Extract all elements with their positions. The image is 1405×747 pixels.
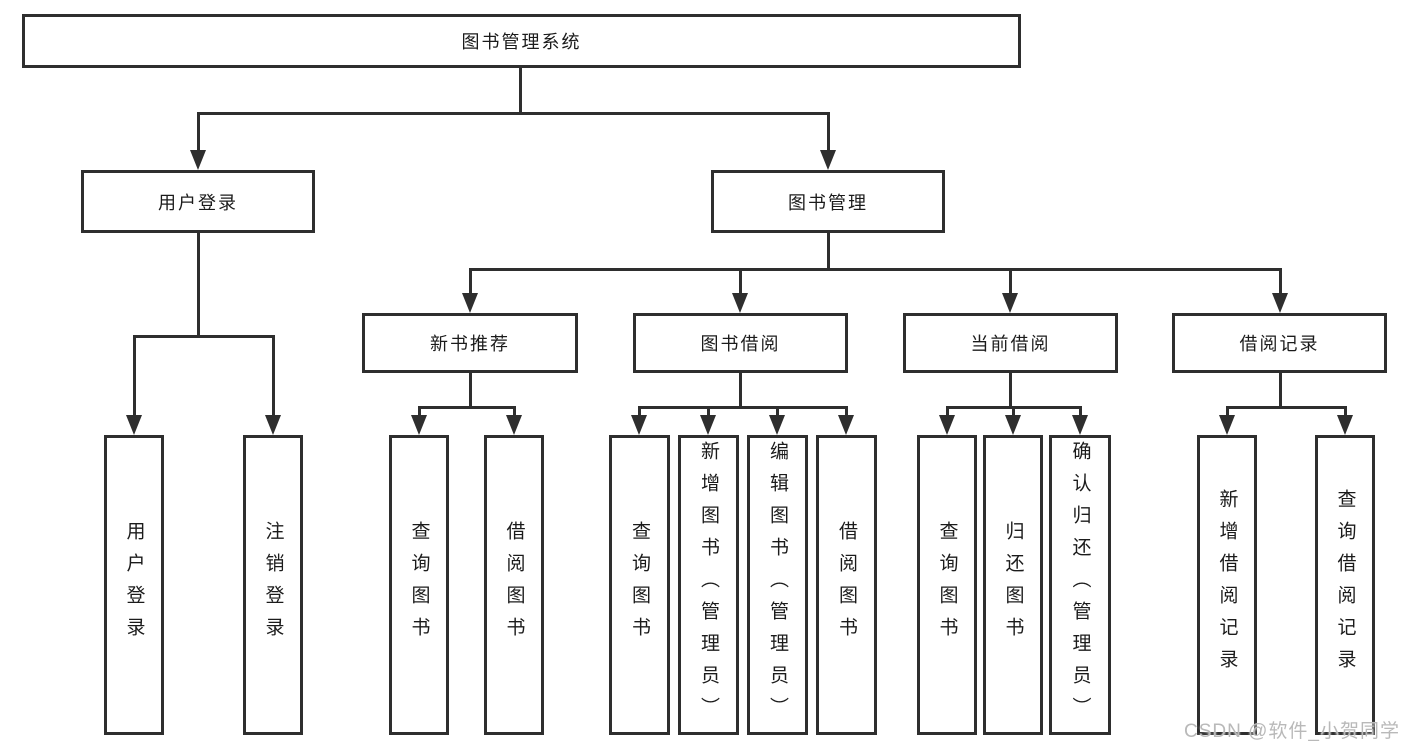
- arrowhead-new-book-recommendation: [462, 293, 478, 313]
- connector-recommend-stem: [469, 373, 472, 408]
- leaf-confirm-return-admin-label: 确认归还（管理员）: [1069, 441, 1091, 729]
- connector-book-mgmt-bar: [469, 268, 1282, 271]
- connector-recommend-drop-1: [418, 406, 421, 415]
- connector-book-mgmt-drop-4: [1279, 268, 1282, 293]
- leaf-add-borrow-record: 新增借阅记录: [1197, 435, 1257, 735]
- node-current-borrowing: 当前借阅: [903, 313, 1118, 373]
- leaf-add-books-admin-label: 新增图书（管理员）: [698, 441, 719, 729]
- connector-recommend-bar: [418, 406, 516, 409]
- leaf-return-books: 归还图书: [983, 435, 1043, 735]
- node-new-book-recommendation: 新书推荐: [362, 313, 578, 373]
- connector-borrowing-drop-3: [776, 406, 779, 415]
- connector-root-bar: [197, 112, 830, 115]
- leaf-query-borrow-record-label: 查询借阅记录: [1334, 489, 1356, 681]
- arrowhead-leaf-user-login: [126, 415, 142, 435]
- leaf-edit-books-admin: 编辑图书（管理员）: [747, 435, 808, 735]
- leaf-edit-books-admin-label: 编辑图书（管理员）: [767, 441, 788, 729]
- leaf-return-books-label: 归还图书: [1002, 521, 1024, 649]
- arrowhead-leaf-logout: [265, 415, 281, 435]
- leaf-query-books-current: 查询图书: [917, 435, 977, 735]
- arrowhead-query-books-borrowing: [631, 415, 647, 435]
- connector-borrowing-drop-2: [707, 406, 710, 415]
- connector-book-mgmt-drop-1: [469, 268, 472, 293]
- connector-borrowing-stem: [739, 373, 742, 408]
- arrowhead-return-books: [1005, 415, 1021, 435]
- arrowhead-add-borrow-record: [1219, 415, 1235, 435]
- arrowhead-add-books-admin: [700, 415, 716, 435]
- arrowhead-borrowing-records: [1272, 293, 1288, 313]
- connector-root-drop-book-management: [827, 112, 830, 150]
- leaf-query-books-borrowing: 查询图书: [609, 435, 670, 735]
- connector-book-mgmt-drop-3: [1009, 268, 1012, 293]
- node-book-borrowing: 图书借阅: [633, 313, 848, 373]
- watermark: CSDN @软件_小贺同学: [1184, 721, 1400, 742]
- arrowhead-confirm-return-admin: [1072, 415, 1088, 435]
- leaf-borrow-books-borrowing: 借阅图书: [816, 435, 877, 735]
- leaf-query-books-borrowing-label: 查询图书: [629, 521, 650, 649]
- connector-user-login-drop-1: [133, 335, 136, 415]
- arrowhead-book-management: [820, 150, 836, 170]
- arrowhead-query-borrow-record: [1337, 415, 1353, 435]
- leaf-query-books-current-label: 查询图书: [936, 521, 958, 649]
- connector-user-login-drop-2: [272, 335, 275, 415]
- leaf-borrow-books-recommend-label: 借阅图书: [503, 521, 525, 649]
- connector-user-login-bar: [133, 335, 275, 338]
- leaf-add-borrow-record-label: 新增借阅记录: [1216, 489, 1238, 681]
- leaf-logout-label: 注销登录: [262, 521, 284, 649]
- leaf-query-books-recommend-label: 查询图书: [408, 521, 430, 649]
- connector-recommend-drop-2: [513, 406, 516, 415]
- leaf-query-borrow-record: 查询借阅记录: [1315, 435, 1375, 735]
- connector-user-login-stem: [197, 233, 200, 336]
- arrowhead-query-books-recommend: [411, 415, 427, 435]
- arrowhead-current-borrowing: [1002, 293, 1018, 313]
- connector-current-stem: [1009, 373, 1012, 408]
- connector-records-bar: [1226, 406, 1347, 409]
- leaf-user-login: 用户登录: [104, 435, 164, 735]
- connector-borrowing-drop-1: [638, 406, 641, 415]
- connector-records-drop-2: [1344, 406, 1347, 415]
- connector-root-drop-user-login: [197, 112, 200, 150]
- connector-current-drop-1: [946, 406, 949, 415]
- connector-book-mgmt-stem: [827, 233, 830, 270]
- connector-borrowing-bar: [638, 406, 848, 409]
- arrowhead-borrow-books-recommend: [506, 415, 522, 435]
- arrowhead-edit-books-admin: [769, 415, 785, 435]
- leaf-user-login-label: 用户登录: [123, 521, 145, 649]
- leaf-add-books-admin: 新增图书（管理员）: [678, 435, 739, 735]
- leaf-borrow-books-recommend: 借阅图书: [484, 435, 544, 735]
- leaf-borrow-books-borrowing-label: 借阅图书: [836, 521, 857, 649]
- connector-current-drop-3: [1079, 406, 1082, 415]
- connector-current-drop-2: [1012, 406, 1015, 415]
- arrowhead-borrow-books-borrowing: [838, 415, 854, 435]
- connector-book-mgmt-drop-2: [739, 268, 742, 293]
- node-user-login: 用户登录: [81, 170, 315, 233]
- connector-records-drop-1: [1226, 406, 1229, 415]
- leaf-logout: 注销登录: [243, 435, 303, 735]
- node-book-management: 图书管理: [711, 170, 945, 233]
- connector-records-stem: [1279, 373, 1282, 408]
- connector-borrowing-drop-4: [845, 406, 848, 415]
- connector-root-stem: [519, 68, 522, 114]
- arrowhead-book-borrowing: [732, 293, 748, 313]
- node-book-management-system: 图书管理系统: [22, 14, 1021, 68]
- node-borrowing-records: 借阅记录: [1172, 313, 1387, 373]
- arrowhead-query-books-current: [939, 415, 955, 435]
- arrowhead-user-login: [190, 150, 206, 170]
- leaf-confirm-return-admin: 确认归还（管理员）: [1049, 435, 1111, 735]
- leaf-query-books-recommend: 查询图书: [389, 435, 449, 735]
